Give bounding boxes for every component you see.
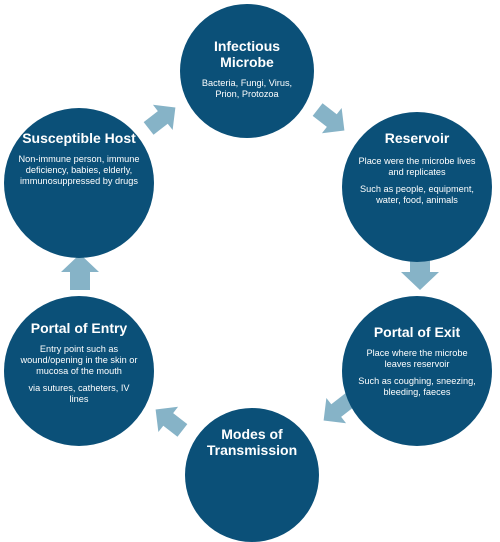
node-description: Entry point such as wound/opening in the… [20,344,138,376]
arrow-transmission-to-portal-of-entry [155,406,188,437]
arrow-microbe-to-reservoir [312,103,345,134]
arrow-susceptible-host-to-microbe [143,104,176,135]
node-title: Susceptible Host [22,130,136,146]
node-examples: Such as coughing, sneezing, bleeding, fa… [358,375,476,397]
node-description: Bacteria, Fungi, Virus, Prion, Protozoa [201,78,293,100]
node-title: Modes of Transmission [206,426,298,459]
arrow-reservoir-to-portal-of-exit [401,254,439,290]
node-portal-of-entry: Portal of Entry Entry point such as woun… [4,296,154,446]
node-examples: Such as people, equipment, water, food, … [360,183,474,205]
node-title: Portal of Entry [30,320,128,336]
node-infectious-microbe: Infectious Microbe Bacteria, Fungi, Viru… [180,4,314,138]
node-examples: via sutures, catheters, IV lines [28,382,130,404]
arrow-portal-of-entry-to-susceptible-host [61,254,99,290]
node-title: Reservoir [384,130,450,146]
node-title: Portal of Exit [373,324,461,340]
node-description: Non-immune person, immune deficiency, ba… [18,154,140,186]
node-portal-of-exit: Portal of Exit Place where the microbe l… [342,296,492,446]
node-description: Place were the microbe lives and replica… [358,156,476,177]
node-description: Place where the microbe leaves reservoir [366,348,468,369]
node-susceptible-host: Susceptible Host Non-immune person, immu… [4,108,154,258]
node-modes-of-transmission: Modes of Transmission [185,408,319,542]
node-title: Infectious Microbe [213,38,281,71]
node-reservoir: Reservoir Place were the microbe lives a… [342,112,492,262]
